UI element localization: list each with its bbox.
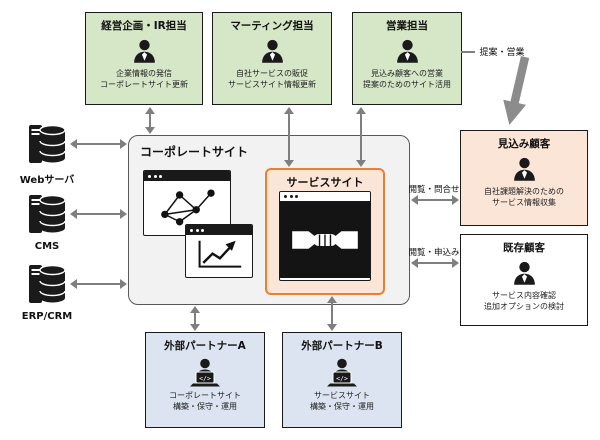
partner-b-box: 外部パートナーB </> サービスサイト 構築・保守・運用 bbox=[282, 332, 402, 428]
developer-laptop-icon: </> bbox=[190, 358, 220, 387]
arrow-service-prospect bbox=[411, 194, 459, 206]
actor-title: 経営企画・IR担当 bbox=[101, 20, 187, 32]
person-icon bbox=[396, 39, 418, 63]
actor-desc-line2: 提案のためのサイト活用 bbox=[363, 80, 451, 90]
arrow-marketing-service bbox=[283, 107, 295, 167]
partner-b-title: 外部パートナーB bbox=[301, 340, 383, 352]
web-server-icon bbox=[29, 124, 66, 163]
browser-window-handshake bbox=[279, 191, 371, 281]
partner-a-title: 外部パートナーA bbox=[164, 340, 246, 352]
arrow-service-existing bbox=[411, 257, 459, 269]
partner-a-desc-line2: 構築・保守・運用 bbox=[173, 402, 237, 412]
partner-a-box: 外部パートナーA </> コーポレートサイト 構築・保守・運用 bbox=[145, 332, 265, 428]
actor-box-sales: 営業担当 見込み顧客への営業 提案のためのサイト活用 bbox=[352, 12, 462, 105]
prospect-customer-box: 見込み顧客 自社課題解決のための サービス情報収集 bbox=[460, 130, 588, 226]
erp-crm-icon bbox=[29, 264, 66, 303]
actor-desc: 見込み顧客への営業 提案のためのサイト活用 bbox=[363, 68, 451, 90]
actor-desc: 企業情報の発信 コーポレートサイト更新 bbox=[100, 68, 188, 90]
arrow-planning-central bbox=[144, 107, 156, 134]
arrow-partner-a-central bbox=[189, 306, 201, 331]
existing-arrow-label: 閲覧・申込み bbox=[408, 248, 460, 258]
actor-box-marketing: マーティング担当 自社サービスの販促 サービスサイト情報更新 bbox=[212, 12, 332, 105]
browser-titlebar bbox=[144, 171, 230, 181]
person-icon bbox=[513, 157, 535, 181]
chart-icon bbox=[186, 235, 252, 275]
partner-b-desc-line2: 構築・保守・運用 bbox=[310, 402, 374, 412]
code-glyph: </> bbox=[199, 375, 211, 383]
person-icon bbox=[513, 261, 535, 285]
partner-b-desc: サービスサイト 構築・保守・運用 bbox=[310, 390, 374, 412]
arrow-cms-central bbox=[70, 208, 127, 220]
actor-desc-line2: サービスサイト情報更新 bbox=[228, 80, 316, 90]
cms-label: CMS bbox=[34, 241, 60, 252]
person-icon bbox=[133, 39, 155, 63]
existing-customer-box: 既存顧客 サービス内容確認 追加オプションの検討 bbox=[460, 234, 588, 326]
actor-desc-line1: 自社サービスの販促 bbox=[236, 69, 308, 78]
service-site-title: サービスサイト bbox=[286, 176, 364, 189]
developer-laptop-icon: </> bbox=[327, 358, 357, 387]
arrow-sales-service bbox=[355, 107, 367, 167]
prospect-desc: 自社課題解決のための サービス情報収集 bbox=[484, 186, 564, 208]
actor-desc-line2: コーポレートサイト更新 bbox=[100, 80, 188, 90]
existing-title: 既存顧客 bbox=[503, 242, 545, 254]
arrow-erpcrm-central bbox=[70, 278, 127, 290]
prospect-desc-line2: サービス情報収集 bbox=[492, 198, 556, 208]
proposal-label: 提案・営業 bbox=[479, 48, 525, 58]
web-server-label: Webサーバ bbox=[19, 175, 75, 186]
person-icon bbox=[261, 39, 283, 63]
browser-titlebar bbox=[280, 192, 370, 202]
actor-title: マーティング担当 bbox=[230, 20, 314, 32]
corporate-site-title: コーポレートサイト bbox=[140, 145, 249, 159]
browser-window-chart bbox=[185, 224, 253, 278]
prospect-title: 見込み顧客 bbox=[497, 138, 551, 150]
actor-desc: 自社サービスの販促 サービスサイト情報更新 bbox=[228, 68, 316, 90]
erp-crm-label: ERP/CRM bbox=[21, 311, 73, 322]
partner-a-desc-line1: コーポレートサイト bbox=[169, 391, 241, 400]
existing-desc-line2: 追加オプションの検討 bbox=[484, 302, 564, 312]
existing-desc-line1: サービス内容確認 bbox=[492, 291, 556, 300]
arrow-partner-b-service bbox=[326, 296, 338, 331]
partner-a-desc: コーポレートサイト 構築・保守・運用 bbox=[169, 390, 241, 412]
connector-sales-proposal bbox=[461, 51, 475, 53]
handshake-icon bbox=[280, 202, 370, 278]
actor-box-corporate-planning-ir: 経営企画・IR担当 企業情報の発信 コーポレートサイト更新 bbox=[85, 12, 203, 105]
prospect-desc-line1: 自社課題解決のための bbox=[484, 187, 564, 196]
actor-desc-line1: 見込み顧客への営業 bbox=[371, 69, 443, 78]
actor-desc-line1: 企業情報の発信 bbox=[116, 69, 172, 78]
browser-titlebar bbox=[186, 225, 252, 235]
network-graph-icon bbox=[144, 181, 230, 233]
arrow-webserver-central bbox=[70, 138, 127, 150]
existing-desc: サービス内容確認 追加オプションの検討 bbox=[484, 290, 564, 312]
prospect-arrow-label: 閲覧・問合せ bbox=[408, 185, 460, 195]
code-glyph: </> bbox=[336, 375, 348, 383]
partner-b-desc-line1: サービスサイト bbox=[314, 391, 370, 400]
actor-title: 営業担当 bbox=[386, 20, 428, 32]
cms-icon bbox=[29, 194, 66, 233]
proposal-block-arrow-icon bbox=[503, 55, 530, 126]
